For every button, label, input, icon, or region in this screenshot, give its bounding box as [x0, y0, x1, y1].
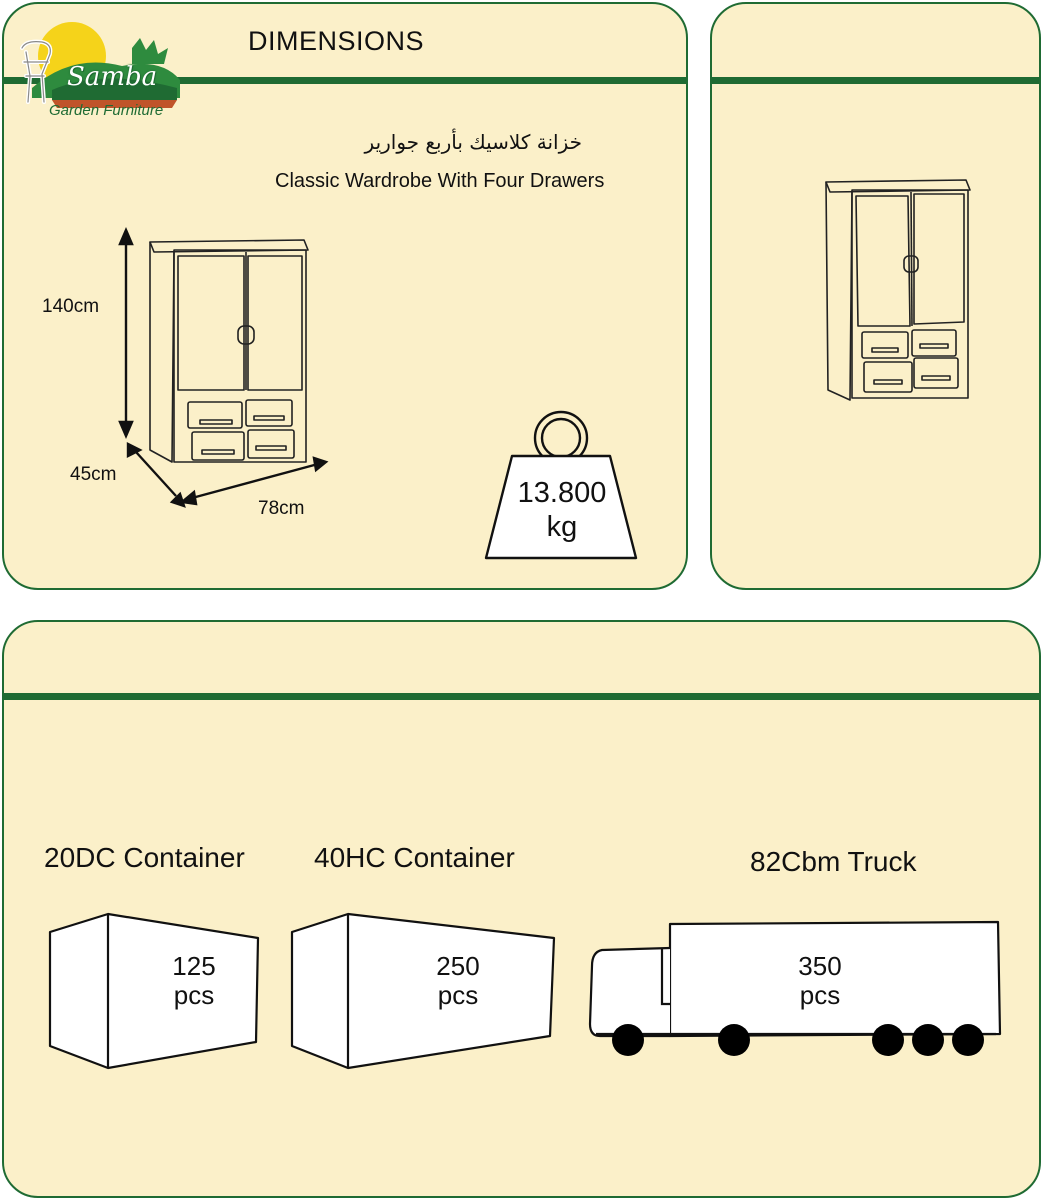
- panel-header-bar: [4, 77, 686, 84]
- depth-label: 45cm: [70, 464, 117, 485]
- panel-header-bar: [712, 77, 1039, 84]
- container-20dc-title: 20DC Container: [44, 842, 245, 873]
- loading-capacity-panel: 20DC Container 40HC Container 82Cbm Truc…: [2, 620, 1041, 1198]
- brand-tagline: Garden Furniture: [49, 102, 164, 119]
- brand-name: Samba: [67, 62, 158, 92]
- container-20dc-qty: 125: [172, 951, 216, 981]
- wardrobe-illustration: [825, 179, 971, 401]
- container-20dc-unit: pcs: [173, 980, 215, 1010]
- container-20dc-icon: [48, 912, 260, 1070]
- product-name-arabic: خزانة كلاسيك بأربع جوارير: [364, 130, 582, 154]
- container-40hc-qty: 250: [436, 951, 480, 981]
- container-40hc-icon: [290, 912, 556, 1070]
- truck-icon: [588, 920, 1002, 1056]
- product-preview-panel: [710, 2, 1041, 590]
- truck-82cbm-title: 82Cbm Truck: [750, 846, 917, 877]
- height-label: 140cm: [42, 296, 100, 317]
- container-40hc-unit: pcs: [437, 980, 479, 1010]
- dimensions-panel: Samba Garden Furniture DIMENSIONS خزانة …: [2, 2, 688, 590]
- logo-emblem-icon: [20, 22, 180, 108]
- page-title: DIMENSIONS: [248, 26, 425, 56]
- truck-82cbm-capacity: 350 pcs: [770, 952, 870, 1010]
- panel-header-bar: [4, 693, 1039, 700]
- width-label: 78cm: [258, 498, 305, 519]
- weight-value: 13.800: [517, 477, 607, 509]
- container-20dc-capacity: 125 pcs: [144, 952, 244, 1010]
- weight-readout: 13.800 kg: [482, 476, 642, 544]
- wardrobe-dimension-drawing: [118, 226, 329, 508]
- truck-82cbm-qty: 350: [798, 951, 842, 981]
- container-40hc-title: 40HC Container: [314, 842, 515, 873]
- brand-logo: Samba Garden Furniture: [12, 18, 187, 123]
- truck-82cbm-unit: pcs: [799, 980, 841, 1010]
- container-40hc-capacity: 250 pcs: [408, 952, 508, 1010]
- weight-unit: kg: [546, 511, 578, 543]
- product-name-english: Classic Wardrobe With Four Drawers: [275, 170, 605, 192]
- weight-icon: [484, 410, 638, 560]
